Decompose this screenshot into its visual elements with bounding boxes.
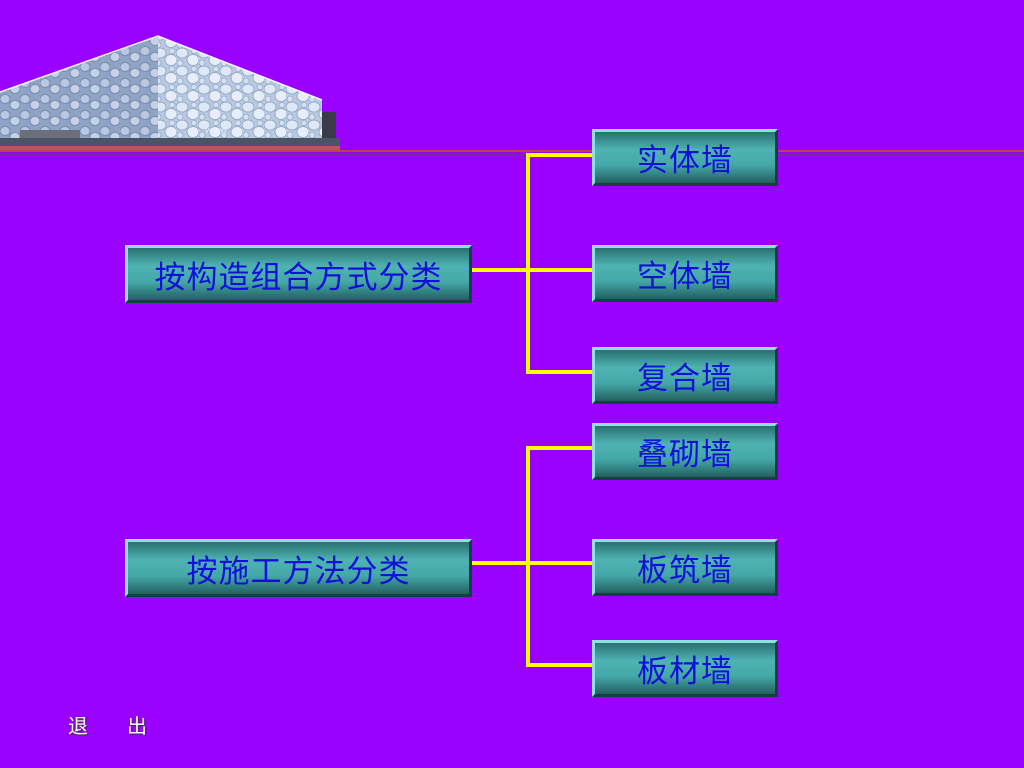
exit-label-char-1: 退 (68, 714, 88, 738)
wall-type-label: 实体墙 (637, 143, 733, 179)
water-cube-banner-image: www (0, 35, 340, 150)
wall-type-label: 空体墙 (637, 259, 733, 295)
wall-type-label: 叠砌墙 (637, 437, 733, 473)
wall-type-panel[interactable]: 板材墙 (592, 640, 778, 697)
exit-label-char-2: 出 (127, 714, 147, 738)
category-box-construction-method[interactable]: 按施工方法分类 (125, 539, 472, 597)
category-label: 按施工方法分类 (186, 553, 411, 590)
wall-type-label: 板材墙 (637, 654, 733, 690)
category-label: 按构造组合方式分类 (154, 259, 443, 296)
svg-text:www: www (205, 126, 227, 136)
wall-type-label: 复合墙 (637, 361, 733, 397)
banner-divider-line (0, 150, 1024, 152)
wall-type-cast-in-place[interactable]: 板筑墙 (592, 539, 778, 596)
banner-divider-shadow (0, 154, 1024, 156)
wall-type-solid[interactable]: 实体墙 (592, 129, 778, 186)
wall-type-label: 板筑墙 (637, 553, 733, 589)
wall-type-hollow[interactable]: 空体墙 (592, 245, 778, 302)
wall-type-composite[interactable]: 复合墙 (592, 347, 778, 404)
category-box-construction[interactable]: 按构造组合方式分类 (125, 245, 472, 303)
wall-type-stacked[interactable]: 叠砌墙 (592, 423, 778, 480)
